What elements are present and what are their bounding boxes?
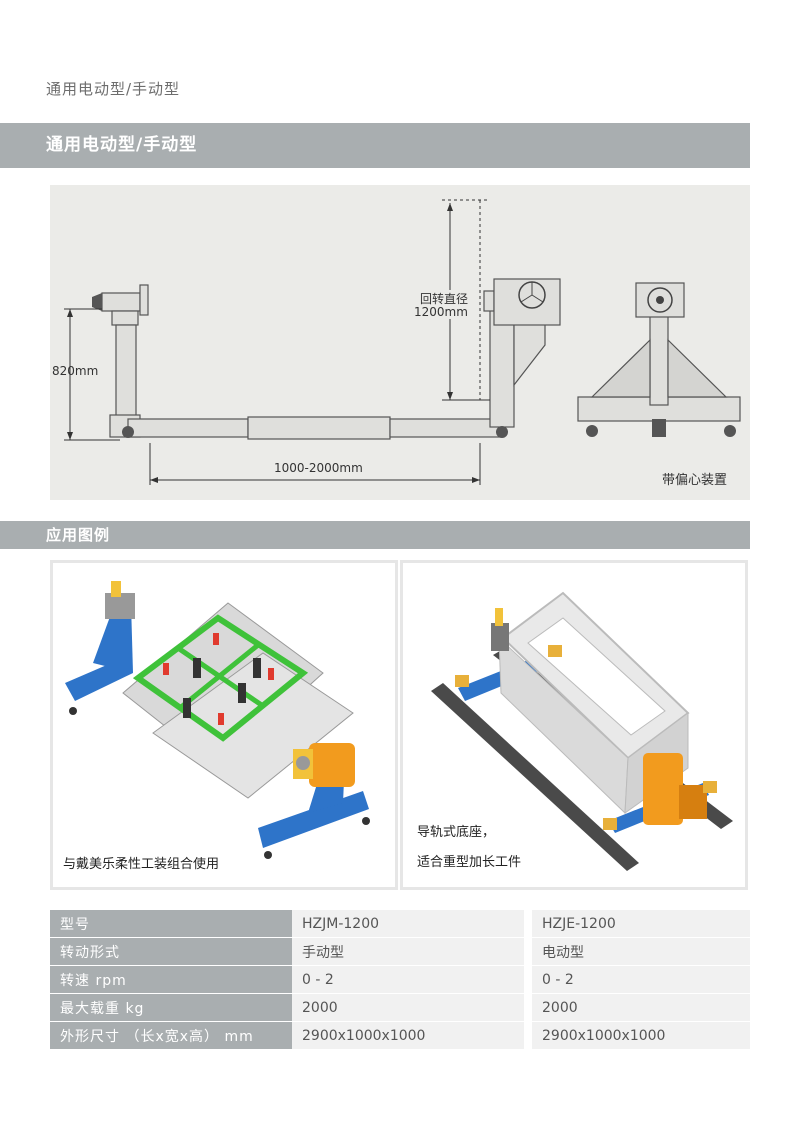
table-row: 转速 rpm 0 - 2 0 - 2 — [50, 965, 750, 994]
orange-tailstock — [643, 753, 683, 825]
table-row: 型号 HZJM-1200 HZJE-1200 — [50, 910, 750, 938]
height-label: 820mm — [52, 364, 99, 378]
left-column — [115, 324, 137, 426]
spec-key: 外形尺寸 （长x宽x高） mm — [50, 1021, 292, 1050]
right-caption-1: 导轨式底座， — [417, 825, 496, 840]
spec-manual-value: 2900x1000x1000 — [292, 1021, 532, 1050]
rail-base-illustration — [431, 591, 733, 871]
table-row: 最大载重 kg 2000 2000 — [50, 993, 750, 1022]
left-caption: 与戴美乐柔性工装组合使用 — [63, 857, 220, 872]
application-title-bar: 应用图例 — [0, 521, 750, 549]
orange-headstock — [309, 743, 355, 787]
fixture-combination-illustration — [65, 581, 370, 859]
spec-manual-value: 手动型 — [292, 937, 532, 966]
table-row: 转动形式 手动型 电动型 — [50, 937, 750, 966]
spec-electric-value: 电动型 — [528, 937, 750, 966]
spec-manual-value: 0 - 2 — [292, 965, 532, 994]
right-headstock — [493, 278, 561, 326]
eccentric-label: 带偏心装置 — [662, 473, 728, 488]
spec-table: 型号 HZJM-1200 HZJE-1200 转动形式 手动型 电动型 转速 r… — [50, 910, 750, 1050]
spec-manual-value: 2000 — [292, 993, 532, 1022]
spec-key: 型号 — [50, 910, 292, 938]
rail-left — [431, 683, 639, 871]
left-caster — [122, 426, 134, 438]
spec-key: 转动形式 — [50, 937, 292, 966]
positioner-drawing-svg — [64, 199, 741, 485]
page-category-label: 通用电动型/手动型 — [46, 80, 181, 98]
spec-key: 最大载重 kg — [50, 993, 292, 1022]
example-panel-right: 导轨式底座， 适合重型加长工件 — [400, 560, 748, 890]
rotation-label-1: 回转直径 — [420, 290, 469, 307]
section-title-bar: 通用电动型/手动型 — [0, 123, 750, 168]
beam-left-section — [127, 418, 249, 438]
left-motor-housing — [101, 292, 141, 312]
spec-electric-value: 0 - 2 — [528, 965, 750, 994]
right-caption-2: 适合重型加长工件 — [417, 855, 522, 870]
example-panel-left: 与戴美乐柔性工装组合使用 — [50, 560, 398, 890]
spec-electric-value: 2000 — [528, 993, 750, 1022]
beam-middle-section — [247, 416, 391, 440]
spec-electric-value: 2900x1000x1000 — [528, 1021, 750, 1050]
spec-key: 转速 rpm — [50, 965, 292, 994]
left-faceplate — [139, 284, 149, 316]
spec-electric-value: HZJE-1200 — [528, 910, 750, 938]
table-row: 外形尺寸 （长x宽x高） mm 2900x1000x1000 2900x1000… — [50, 1021, 750, 1050]
technical-drawing: 820mm 回转直径 1200mm 1000-2000mm 带偏心装置 — [50, 185, 750, 500]
application-title: 应用图例 — [46, 526, 111, 544]
length-label: 1000-2000mm — [274, 461, 363, 475]
section-title: 通用电动型/手动型 — [46, 135, 198, 155]
side-column — [649, 314, 669, 406]
beam-right-section — [389, 418, 503, 438]
rotation-label-2: 1200mm — [414, 305, 468, 319]
right-caster — [496, 426, 508, 438]
spec-manual-value: HZJM-1200 — [292, 910, 532, 938]
